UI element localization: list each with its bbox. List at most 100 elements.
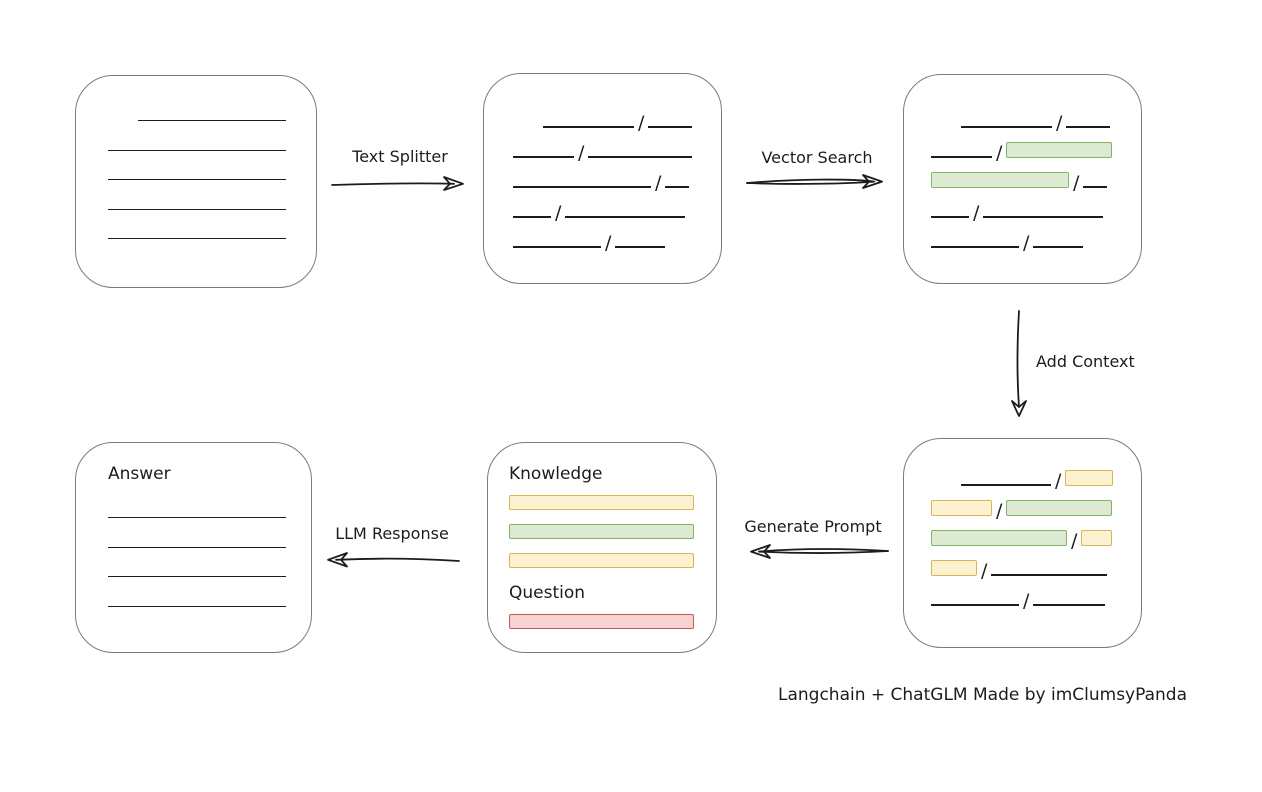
text-line bbox=[565, 216, 686, 218]
text-line bbox=[108, 149, 286, 151]
text-row: / bbox=[931, 128, 1115, 163]
text-line bbox=[931, 156, 992, 158]
answer-box: Answer bbox=[75, 442, 312, 653]
text-line bbox=[991, 574, 1108, 576]
text-line bbox=[513, 216, 551, 218]
text-row: / bbox=[931, 218, 1115, 253]
slash-separator: / bbox=[981, 560, 988, 582]
highlight-green bbox=[931, 172, 1069, 188]
slash-separator: / bbox=[973, 202, 980, 224]
answer-lines bbox=[108, 517, 286, 607]
highlight-green bbox=[509, 524, 694, 539]
text-line bbox=[648, 126, 693, 128]
highlight-yellow bbox=[931, 500, 992, 516]
slash-separator: / bbox=[996, 142, 1003, 164]
llm-response-arrow bbox=[327, 552, 460, 568]
chunk-rows: / / / / / bbox=[513, 98, 695, 253]
highlight-yellow bbox=[509, 495, 694, 510]
text-row: / bbox=[931, 546, 1115, 581]
highlight-yellow bbox=[1081, 530, 1113, 546]
llm-response-label: LLM Response bbox=[335, 524, 449, 543]
text-splitter-arrow bbox=[331, 176, 464, 191]
text-line bbox=[1033, 246, 1084, 248]
slash-separator: / bbox=[578, 142, 585, 164]
text-line bbox=[108, 208, 286, 210]
highlight-green bbox=[1006, 142, 1113, 158]
highlight-green bbox=[1006, 500, 1113, 516]
text-line bbox=[513, 186, 651, 188]
text-row: / bbox=[931, 456, 1115, 491]
slash-separator: / bbox=[1023, 232, 1030, 254]
prompt-box: Knowledge Question bbox=[487, 442, 717, 653]
slash-separator: / bbox=[638, 112, 645, 134]
text-line bbox=[108, 546, 286, 548]
document-lines bbox=[108, 120, 291, 239]
text-line bbox=[1083, 186, 1108, 188]
question-title: Question bbox=[509, 583, 586, 603]
text-line bbox=[665, 186, 690, 188]
text-row: / bbox=[513, 98, 695, 133]
add-context-arrow bbox=[1011, 310, 1027, 417]
text-line bbox=[1033, 604, 1106, 606]
context-rows: / / / / / bbox=[931, 456, 1115, 611]
text-row: / bbox=[513, 128, 695, 163]
text-line bbox=[615, 246, 666, 248]
slash-separator: / bbox=[655, 172, 662, 194]
slash-separator: / bbox=[996, 500, 1003, 522]
slash-separator: / bbox=[1073, 172, 1080, 194]
text-row: / bbox=[513, 158, 695, 193]
add-context-label: Add Context bbox=[1036, 352, 1135, 371]
text-line bbox=[983, 216, 1104, 218]
highlight-yellow bbox=[931, 560, 977, 576]
slash-separator: / bbox=[605, 232, 612, 254]
text-line bbox=[1066, 126, 1111, 128]
text-line bbox=[108, 605, 286, 607]
highlight-red bbox=[509, 614, 694, 629]
generate-prompt-label: Generate Prompt bbox=[744, 517, 882, 536]
highlight-yellow bbox=[1065, 470, 1114, 486]
text-line bbox=[108, 576, 286, 577]
highlight-yellow bbox=[509, 553, 694, 568]
vector-search-label: Vector Search bbox=[761, 148, 873, 167]
text-row: / bbox=[931, 188, 1115, 223]
text-line bbox=[931, 216, 969, 218]
text-line bbox=[961, 126, 1052, 128]
text-line bbox=[513, 156, 574, 158]
slash-separator: / bbox=[1056, 112, 1063, 134]
source-document-box bbox=[75, 75, 317, 288]
knowledge-bars bbox=[509, 495, 694, 568]
text-line bbox=[961, 484, 1051, 486]
vector-rows: / / / / / bbox=[931, 98, 1115, 253]
text-line bbox=[108, 179, 286, 180]
slash-separator: / bbox=[1023, 590, 1030, 612]
split-chunks-box: / / / / / bbox=[483, 73, 722, 284]
text-line bbox=[543, 126, 634, 128]
text-line bbox=[588, 156, 693, 158]
text-line bbox=[513, 246, 601, 248]
text-row: / bbox=[931, 576, 1115, 611]
answer-title: Answer bbox=[108, 464, 171, 484]
question-bars bbox=[509, 614, 694, 629]
slash-separator: / bbox=[1071, 530, 1078, 552]
diagram-caption: Langchain + ChatGLM Made by imClumsyPand… bbox=[778, 685, 1187, 705]
text-row: / bbox=[513, 188, 695, 223]
slash-separator: / bbox=[1055, 470, 1062, 492]
text-line bbox=[138, 120, 286, 121]
text-line bbox=[108, 517, 286, 518]
text-row: / bbox=[931, 98, 1115, 133]
text-row: / bbox=[513, 218, 695, 253]
text-row: / bbox=[931, 516, 1115, 551]
knowledge-title: Knowledge bbox=[509, 464, 603, 484]
slash-separator: / bbox=[555, 202, 562, 224]
text-line bbox=[931, 604, 1019, 606]
text-splitter-label: Text Splitter bbox=[352, 147, 448, 166]
vector-search-arrow bbox=[746, 174, 883, 189]
text-line bbox=[931, 246, 1019, 248]
generate-prompt-arrow bbox=[750, 544, 889, 559]
text-line bbox=[108, 238, 286, 239]
text-row: / bbox=[931, 486, 1115, 521]
vector-result-box: / / / / / bbox=[903, 74, 1142, 284]
text-row: / bbox=[931, 158, 1115, 193]
context-merged-box: / / / / / bbox=[903, 438, 1142, 648]
